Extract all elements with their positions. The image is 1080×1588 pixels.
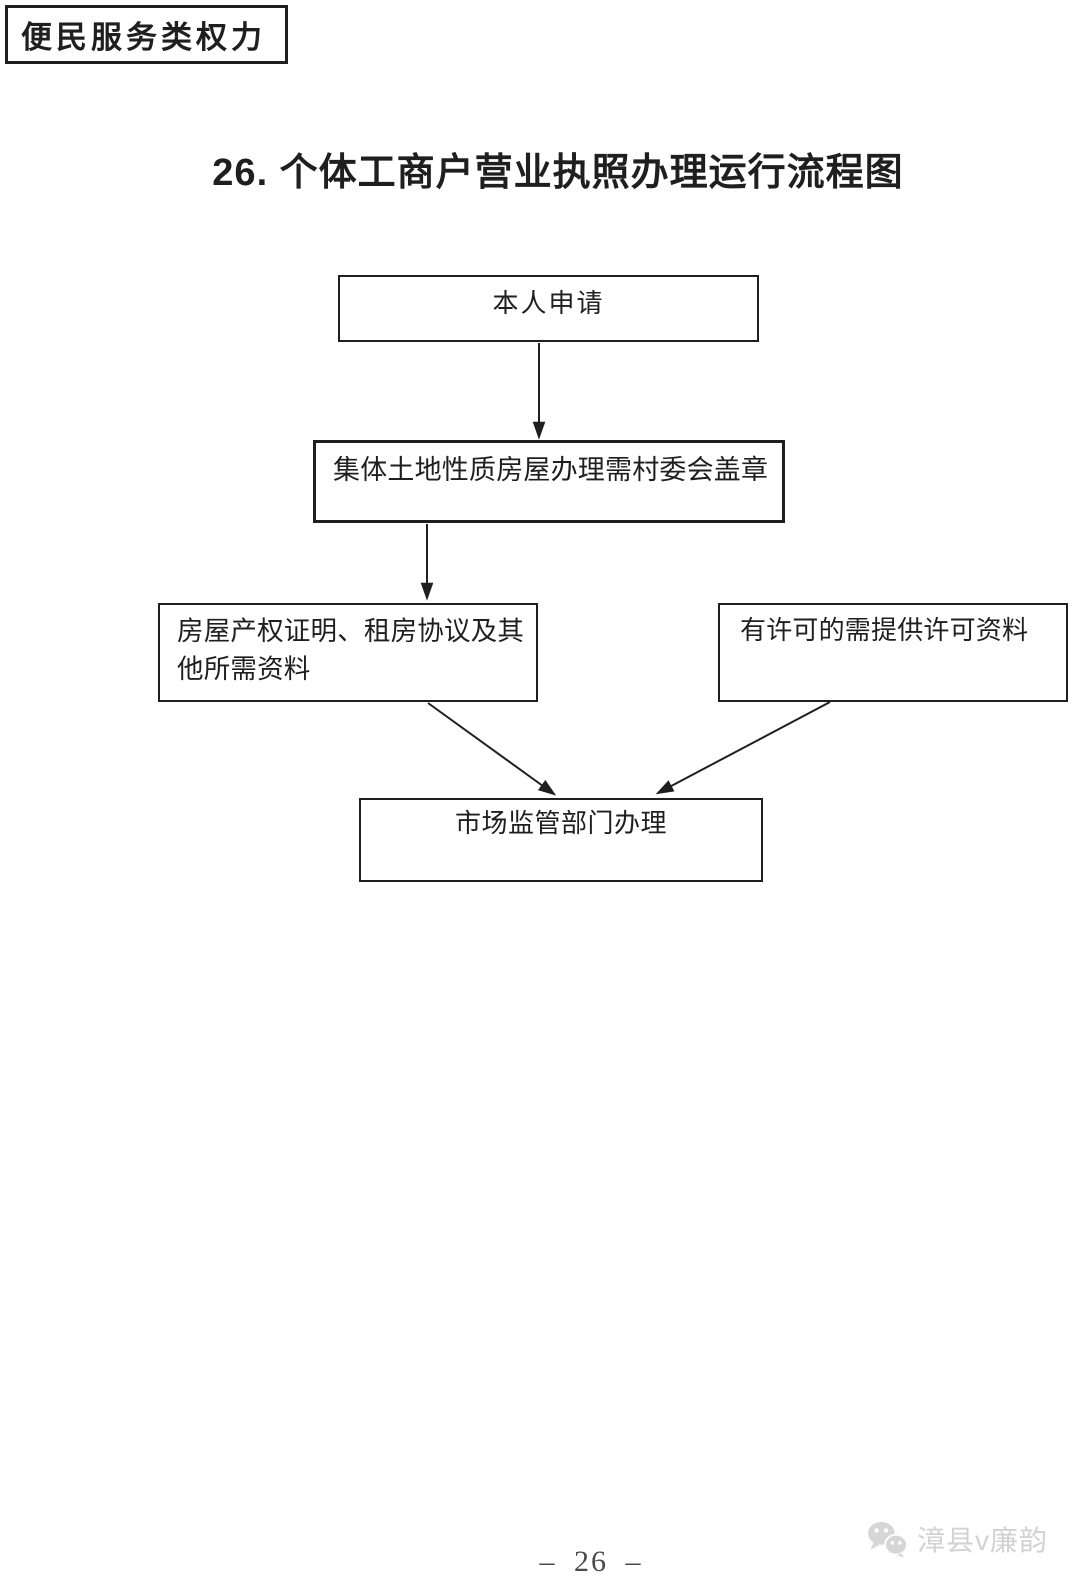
flow-node-property-documents-label: 房屋产权证明、租房协议及其他所需资料 xyxy=(177,616,525,684)
flow-node-license-documents-label: 有许可的需提供许可资料 xyxy=(740,616,1029,645)
flow-node-market-supervision: 市场监管部门办理 xyxy=(359,798,763,882)
page-title: 26. 个体工商户营业执照办理运行流程图 xyxy=(212,152,904,194)
arrow-property-to-market xyxy=(427,702,557,796)
wechat-icon xyxy=(866,1520,908,1558)
category-tag-label: 便民服务类权力 xyxy=(21,20,266,55)
watermark-text: 漳县v廉韵 xyxy=(917,1525,1049,1556)
watermark: 漳县v廉韵 xyxy=(866,1519,1048,1559)
flow-node-market-supervision-label: 市场监管部门办理 xyxy=(454,809,667,838)
flow-node-applicant-label: 本人申请 xyxy=(492,289,605,318)
flow-node-village-committee-seal: 集体土地性质房屋办理需村委会盖章 xyxy=(313,440,785,523)
flow-node-village-committee-seal-label: 集体土地性质房屋办理需村委会盖章 xyxy=(333,455,769,485)
category-tag: 便民服务类权力 xyxy=(5,5,288,64)
flow-node-applicant: 本人申请 xyxy=(338,275,759,342)
flow-node-property-documents: 房屋产权证明、租房协议及其他所需资料 xyxy=(158,603,538,702)
flow-node-license-documents: 有许可的需提供许可资料 xyxy=(718,603,1068,702)
arrow-license-to-market xyxy=(655,701,831,795)
page-number: – 26 – xyxy=(539,1545,643,1578)
